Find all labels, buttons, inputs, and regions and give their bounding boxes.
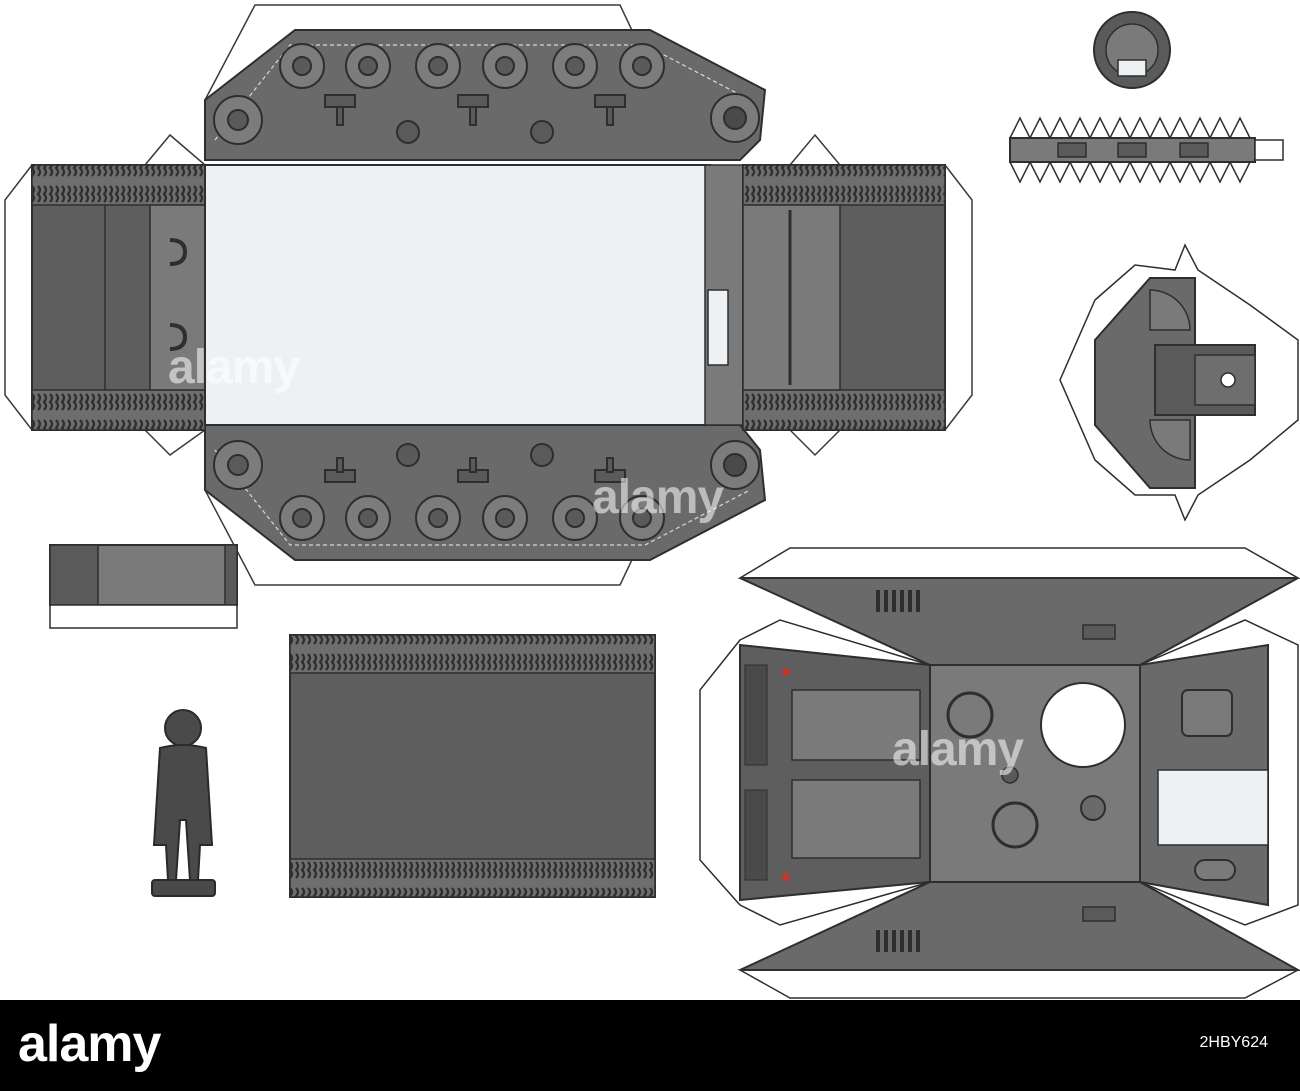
paper-model-sheet [4,4,1300,999]
hull-deck-panel [204,164,711,426]
floor-panel [289,634,656,898]
hatch-disc [1093,11,1171,89]
hull-piece [4,4,973,586]
side-box-piece [49,544,238,629]
spiked-strip [1009,116,1284,185]
footer-logo: alamy [18,1015,161,1073]
top-road-wheels [213,43,760,145]
hull-right-tread-bottom [742,389,946,431]
cab-piece [699,547,1300,999]
hull-left-tread-bottom [31,389,206,431]
hull-left-tread-top [31,164,206,206]
hull-bottom-track-plate [204,424,767,561]
bottom-road-wheels [213,440,760,541]
human-scale-figure [151,709,216,897]
bracket-piece [1059,243,1299,522]
footer-image-id: 2HBY624 [1199,1034,1269,1051]
footer-bar: alamy 2HBY624 [0,1000,1300,1091]
hull-right-tread-top [742,164,946,206]
